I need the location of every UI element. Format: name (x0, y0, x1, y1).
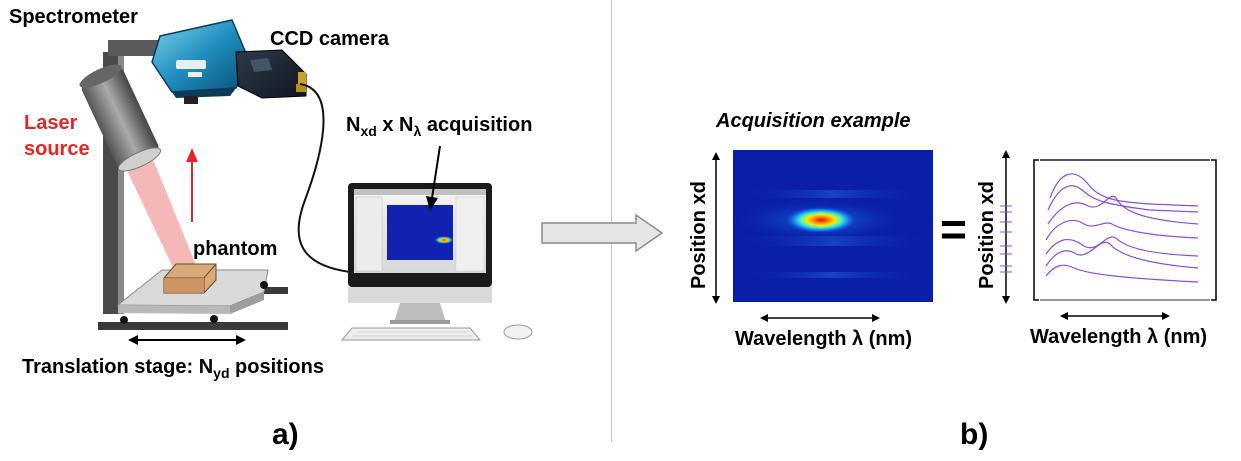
base-rail (98, 322, 288, 330)
spectra-plot (1000, 150, 1217, 320)
transition-arrow (541, 213, 664, 253)
equals-sign: = (940, 203, 967, 255)
ccd-camera-label: CCD camera (270, 28, 389, 50)
laser-beam (122, 152, 198, 274)
caption-b: b) (960, 418, 989, 451)
acquisition-example-title: Acquisition example (716, 110, 911, 132)
spectrometer-label: Spectrometer (9, 6, 138, 28)
keyboard (340, 327, 482, 341)
translation-stage-label: Translation stage: Nyd positions (22, 356, 324, 381)
heatmap-axes (712, 152, 880, 322)
panel-divider (611, 0, 612, 442)
caption-a: a) (272, 418, 299, 451)
heatmap-image (731, 150, 933, 302)
setup-illustration (79, 19, 533, 345)
laser-source (79, 64, 162, 172)
computer-monitor (348, 183, 492, 324)
spectrometer-body (151, 19, 249, 104)
acquisition-label: Nxd x Nλ acquisition (346, 114, 533, 139)
spectra-y-axis-label: Position xd (976, 181, 998, 289)
laser-source-label-line2: source (24, 138, 90, 160)
spectra-x-axis-label: Wavelength λ (nm) (1030, 326, 1208, 348)
heatmap-x-axis-label: Wavelength λ (nm) (735, 328, 913, 350)
ccd-camera-body (235, 49, 307, 99)
mouse (503, 324, 533, 340)
heatmap-y-axis-label: Position xd (688, 181, 710, 289)
laser-source-label-line1: Laser (24, 112, 78, 134)
camera-cable (297, 83, 351, 273)
phantom-label: phantom (193, 238, 278, 260)
